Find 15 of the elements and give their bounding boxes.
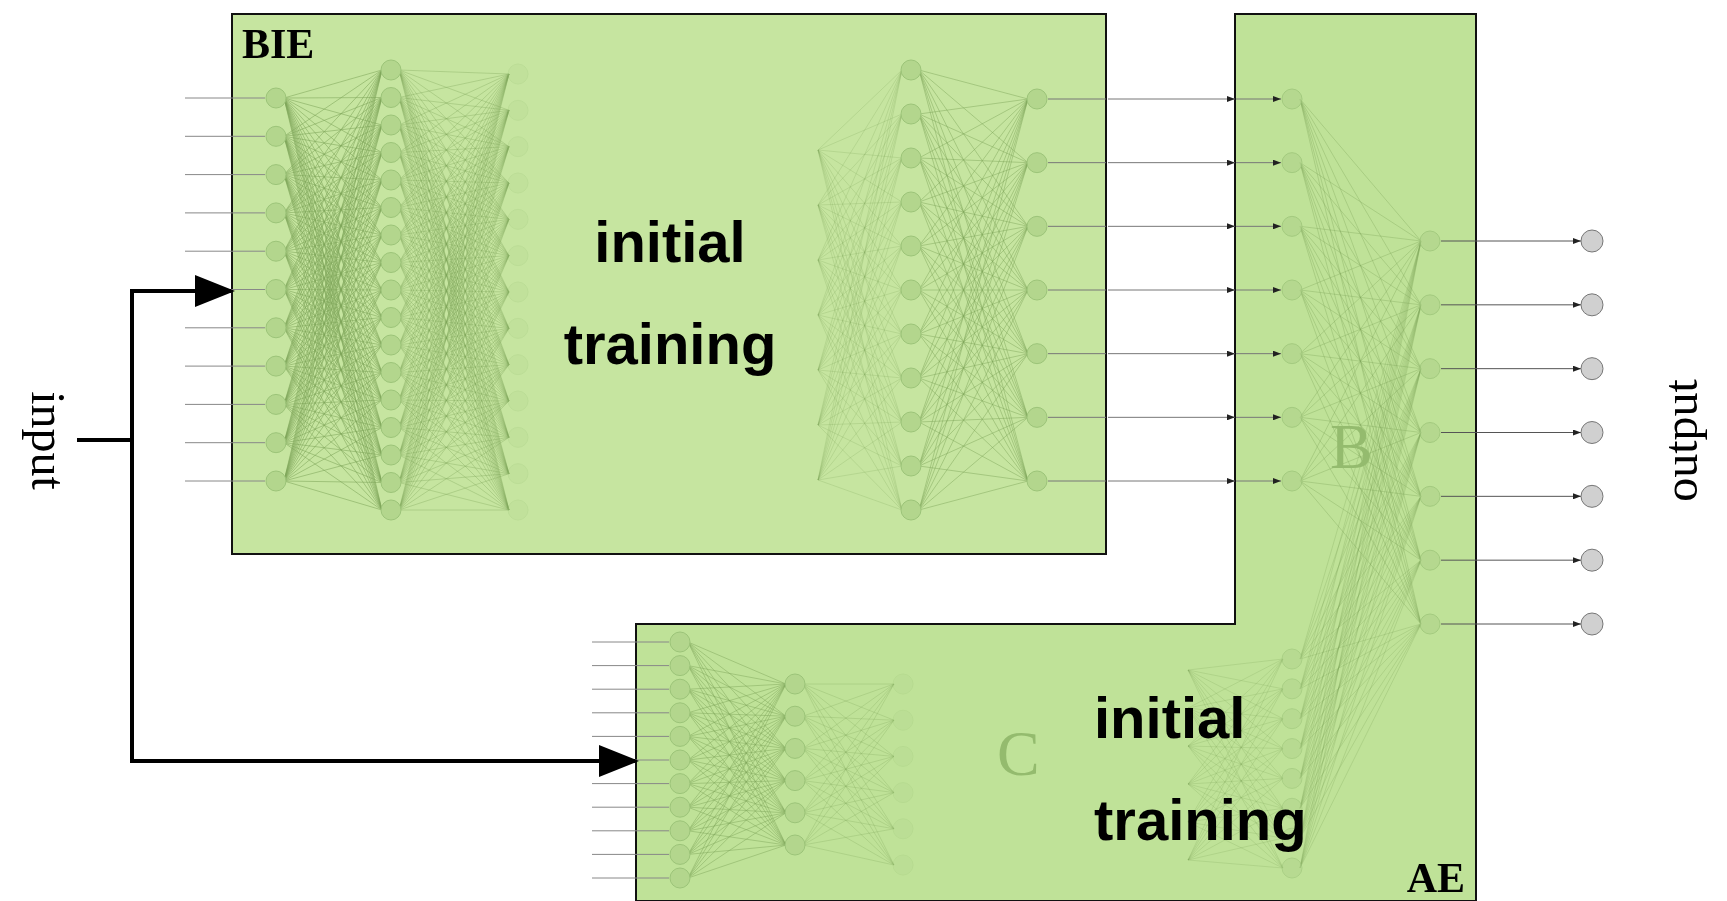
arrow xyxy=(1107,350,1236,357)
arrow xyxy=(1107,478,1236,484)
arrow xyxy=(1107,159,1236,166)
arrow xyxy=(1107,414,1236,421)
arrow xyxy=(77,438,639,777)
panel-caption: initial training xyxy=(1094,684,1308,854)
panel-title: AE xyxy=(1406,857,1465,899)
arrow xyxy=(1107,287,1236,293)
axis-label: input xyxy=(20,375,76,505)
network-panel xyxy=(231,13,1107,555)
panel-title: BIE xyxy=(242,23,315,65)
arrow xyxy=(1107,223,1236,230)
axis-label: output xyxy=(1652,370,1708,510)
panel-caption: initial training xyxy=(562,208,778,378)
arrow xyxy=(1107,96,1236,102)
